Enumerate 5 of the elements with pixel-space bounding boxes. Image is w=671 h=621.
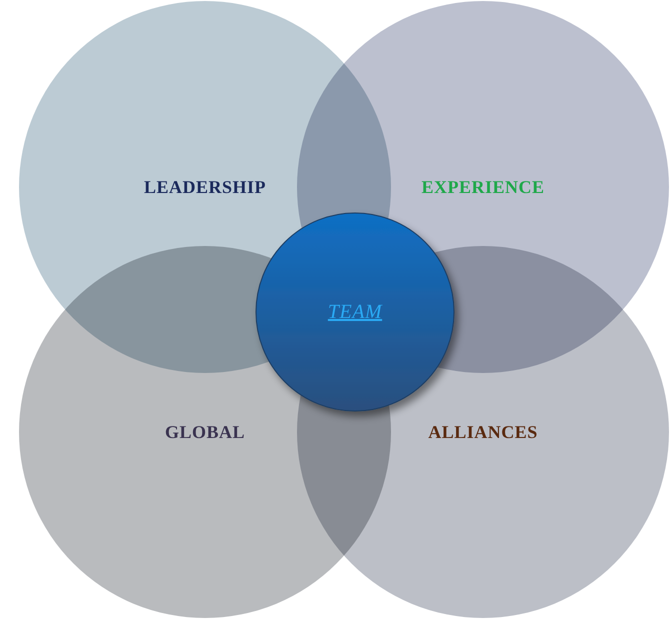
circle-label: ALLIANCES <box>428 422 538 442</box>
circle-label: EXPERIENCE <box>421 176 545 198</box>
circle-label: GLOBAL <box>164 422 246 442</box>
center-label: TEAM <box>328 300 382 324</box>
circle-label: LEADERSHIP <box>144 176 266 198</box>
